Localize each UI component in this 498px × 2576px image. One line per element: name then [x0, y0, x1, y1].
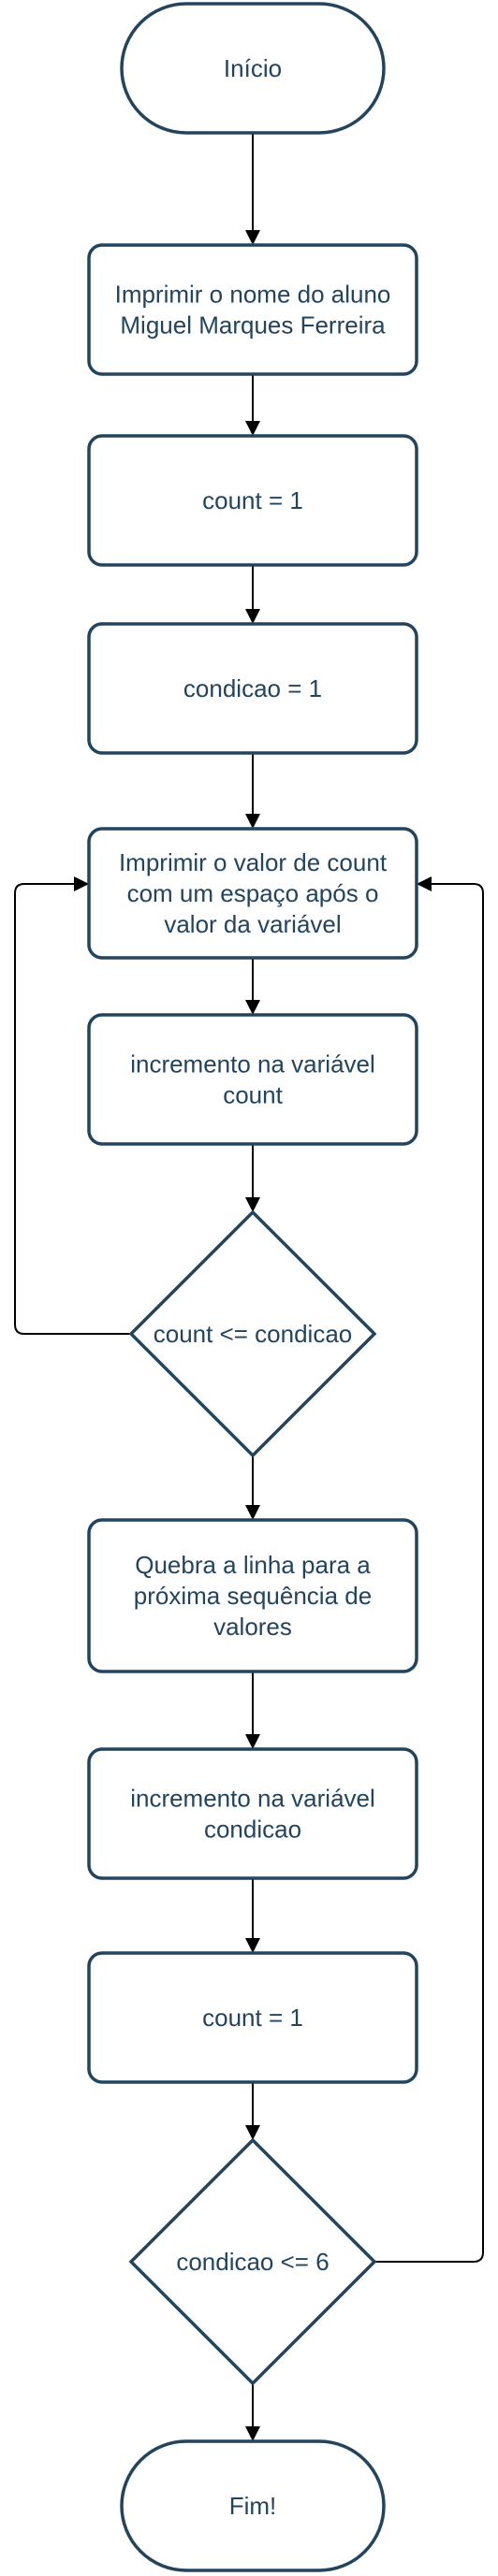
node-print-count: Imprimir o valor de count com um espaço a…	[87, 827, 418, 960]
arrowhead	[245, 2426, 260, 2441]
node-label-line: Miguel Marques Ferreira	[120, 311, 386, 340]
node-end: Fim!	[120, 2439, 386, 2572]
node-label-line: próxima sequência de	[134, 1582, 372, 1610]
node-label-line: incremento na variável	[130, 1785, 375, 1813]
edge-print-count-to-increment-count	[245, 958, 260, 1015]
node-process-shape	[87, 434, 418, 567]
edge-check-condicao-to-end	[245, 2383, 260, 2441]
node-process-shape	[87, 1747, 418, 1880]
arrowhead	[245, 2125, 260, 2140]
arrowhead	[417, 876, 432, 891]
node-label-line: condicao	[204, 1816, 301, 1844]
node-label-line: Imprimir o valor de count	[119, 848, 388, 876]
node-check-condicao: condicao <= 6	[128, 2137, 377, 2386]
edge-reset-count-to-check-condicao	[245, 2082, 260, 2140]
arrowhead	[245, 1734, 260, 1749]
node-label-line: condicao = 1	[183, 674, 322, 702]
node-set-condicao: condicao = 1	[87, 622, 418, 755]
node-label-line: count = 1	[202, 486, 303, 514]
node-label-line: valores	[213, 1613, 292, 1641]
edge-path	[14, 883, 131, 1335]
node-process-shape	[87, 622, 418, 755]
node-set-count: count = 1	[87, 434, 418, 567]
arrowhead	[245, 421, 260, 436]
arrowhead	[245, 230, 260, 245]
arrowhead	[245, 609, 260, 624]
arrowhead	[245, 1505, 260, 1520]
node-line-break: Quebra a linha para a próxima sequência d…	[87, 1518, 418, 1673]
node-label-line: Início	[224, 54, 282, 82]
node-terminal-shape	[120, 2, 386, 135]
edge-print-name-to-set-count	[245, 374, 260, 436]
node-label-line: incremento na variável	[130, 1050, 375, 1078]
node-process-shape	[87, 243, 418, 376]
node-process-shape	[87, 1951, 418, 2084]
node-process-shape	[87, 827, 418, 960]
edge-line-break-to-increment-condicao	[245, 1672, 260, 1749]
arrowhead	[74, 876, 89, 891]
edge-set-condicao-to-print-count	[245, 753, 260, 829]
node-start: Início	[120, 2, 386, 135]
node-label-line: valor da variável	[164, 910, 341, 938]
node-label-line: Imprimir o nome do aluno	[115, 281, 391, 309]
node-label-line: count = 1	[202, 2004, 303, 2032]
node-decision-shape	[128, 2137, 377, 2386]
node-label-line: count <= condicao	[154, 1320, 353, 1348]
node-increment-condicao: incremento na variável condicao	[87, 1747, 418, 1880]
arrowhead	[245, 814, 260, 829]
edges-layer	[14, 133, 484, 2441]
node-label-line: Fim!	[229, 2492, 277, 2520]
edge-increment-condicao-to-reset-count	[245, 1878, 260, 1953]
node-label-line: com um espaço após o	[127, 879, 379, 907]
node-check-count: count <= condicao	[128, 1209, 377, 1458]
arrowhead	[245, 1197, 260, 1212]
edge-path	[374, 883, 484, 2263]
node-reset-count: count = 1	[87, 1951, 418, 2084]
arrowhead	[245, 1938, 260, 1953]
edge-check-condicao-to-print-count	[374, 876, 484, 2263]
edge-check-count-to-line-break	[245, 1455, 260, 1520]
node-process-shape	[87, 1518, 418, 1673]
edge-increment-count-to-check-count	[245, 1144, 260, 1212]
node-label-line: condicao <= 6	[176, 2248, 329, 2276]
node-label-line: Quebra a linha para a	[135, 1551, 371, 1579]
node-decision-shape	[128, 1209, 377, 1458]
arrowhead	[245, 1000, 260, 1015]
edge-start-to-print-name	[245, 133, 260, 245]
node-label-line: count	[223, 1081, 283, 1109]
edge-set-count-to-set-condicao	[245, 565, 260, 624]
node-terminal-shape	[120, 2439, 386, 2572]
edge-check-count-to-print-count	[14, 876, 131, 1335]
node-increment-count: incremento na variável count	[87, 1013, 418, 1146]
node-process-shape	[87, 1013, 418, 1146]
